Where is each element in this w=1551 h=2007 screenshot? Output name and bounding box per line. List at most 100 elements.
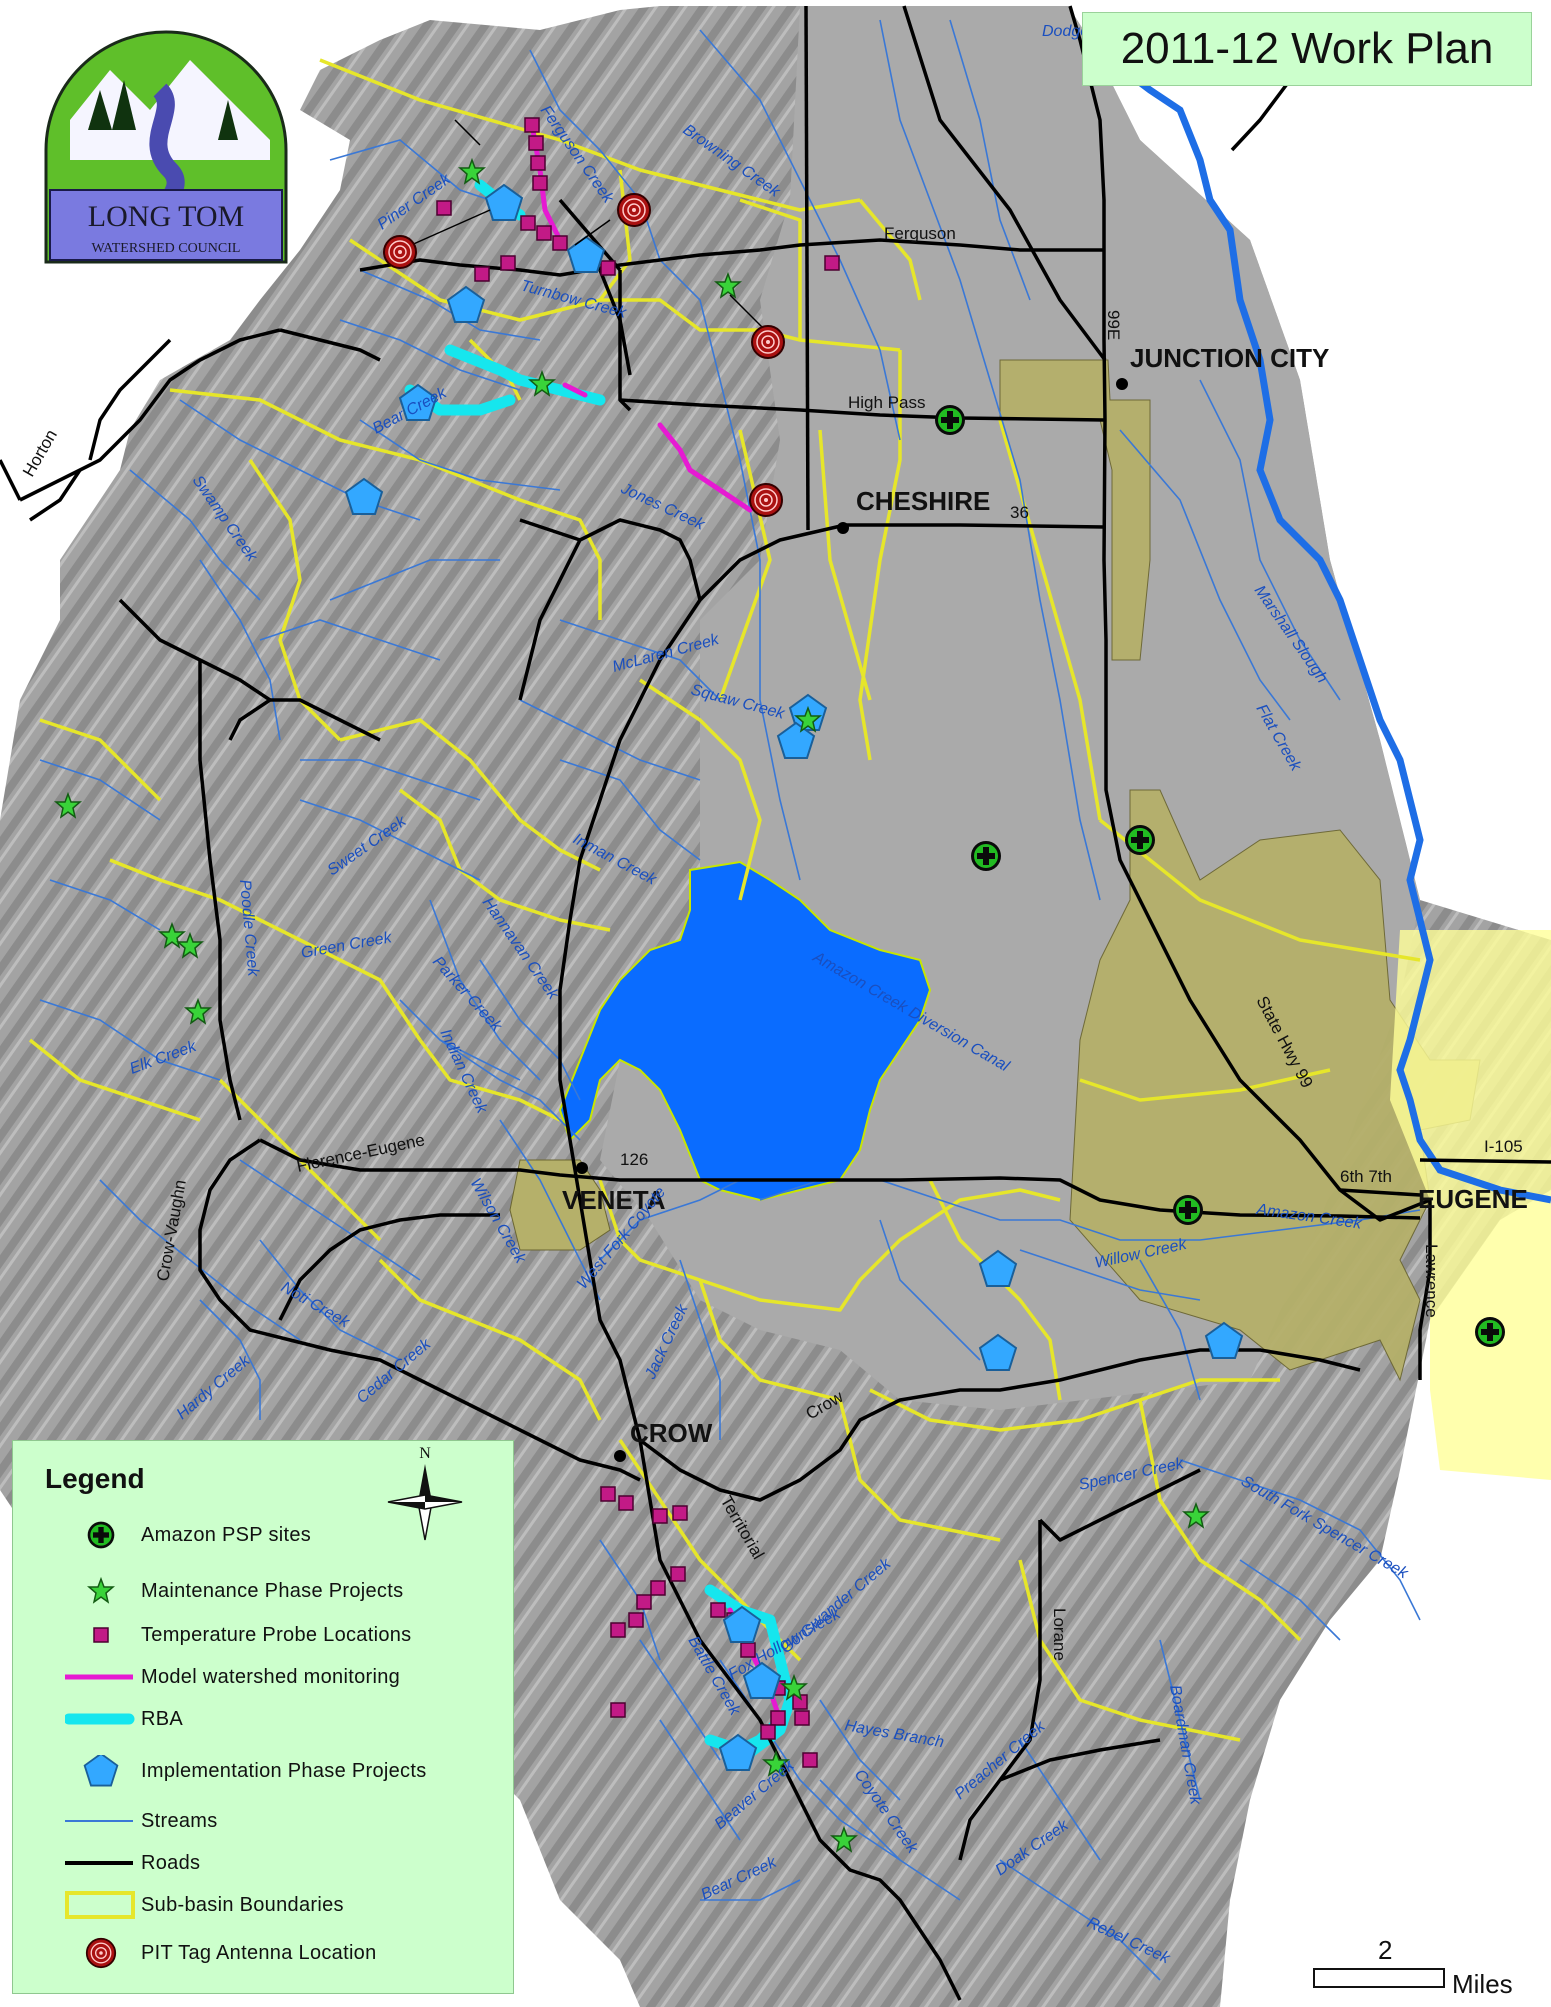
pentagon-icon [83,1755,119,1787]
logo-line2: WATERSHED COUNCIL [92,241,241,256]
label-6th-7th: 6th 7th [1340,1167,1392,1186]
title-box: 2011-12 Work Plan [1082,12,1532,86]
legend-label: Roads [141,1851,201,1874]
logo-line1: LONG TOM [88,200,244,233]
cyan-line-icon [65,1713,135,1725]
temp-probe [552,235,568,251]
label-i105: I-105 [1484,1137,1523,1156]
psp-plus-icon [87,1521,115,1549]
temp-probe [530,155,546,171]
psp-site [971,841,1001,871]
legend-label: RBA [141,1707,184,1730]
temp-probe [436,200,452,216]
temp-probe [536,225,552,241]
pit-tag-arrows [399,119,766,331]
label-cheshire: CHESHIRE [856,486,990,516]
stream-line-icon [65,1820,133,1822]
legend-row: Roads [13,1847,513,1879]
willamette-river [1107,57,1551,1204]
temp-probe [672,1505,688,1521]
bullseye-icon [85,1937,117,1969]
temp-probe [474,266,490,282]
star-icon [88,1578,114,1603]
label-eugene: EUGENE [1418,1184,1528,1214]
temp-probe [618,1495,634,1511]
psp-site [1475,1317,1505,1347]
legend-row: Streams [13,1805,513,1837]
scale-value: 2 [1378,1935,1392,1965]
psp-site [1173,1195,1203,1225]
label-crow: CROW [630,1418,713,1448]
label-junction-city: JUNCTION CITY [1130,343,1329,373]
temp-probe [650,1580,666,1596]
road-line-icon [65,1861,133,1865]
temp-probe [770,1710,786,1726]
temp-probe [710,1602,726,1618]
temp-probe [802,1752,818,1768]
legend-label: PIT Tag Antenna Location [141,1941,377,1964]
label-lawrence: Lawrence [1422,1244,1441,1318]
pit-tag-antenna [617,193,651,227]
scale-bar: 2 Miles [1310,1935,1546,1999]
legend-label: Sub-basin Boundaries [141,1893,344,1916]
label-lorane: Lorane [1050,1608,1069,1661]
urban-eugene-east [1390,930,1551,1480]
north-arrow-icon: N [387,1445,463,1541]
urban-eugene [1069,789,1481,1382]
temp-probe [520,215,536,231]
legend-title: Legend [45,1463,145,1494]
temp-probe [824,255,840,271]
legend-row: Implementation Phase Projects [13,1755,513,1787]
temp-probe [532,175,548,191]
temp-probe [600,1486,616,1502]
legend-row: Temperature Probe Locations [13,1619,513,1651]
temp-probe [600,260,616,276]
psp-site [1125,825,1155,855]
legend-row: Maintenance Phase Projects [13,1575,513,1607]
town-dots [576,378,1128,1462]
temp-probe [628,1612,644,1628]
label-high-pass: High Pass [848,393,925,412]
label-126: 126 [620,1150,648,1169]
legend-row: PIT Tag Antenna Location [13,1937,513,1969]
legend-row: RBA [13,1703,513,1735]
tree-icon [88,80,238,140]
map-title: 2011-12 Work Plan [1120,24,1494,73]
legend-label: Temperature Probe Locations [141,1623,412,1646]
north-label: N [419,1445,431,1462]
temp-probe [670,1566,686,1582]
streams [39,19,1421,1981]
legend-row: Sub-basin Boundaries [13,1889,513,1921]
label-ferguson: Ferguson [884,224,956,243]
legend: Legend Amazon PSP sites Maintenance Phas… [12,1440,514,1994]
legend-label: Maintenance Phase Projects [141,1579,404,1602]
logo: LONG TOM WATERSHED COUNCIL [44,30,288,264]
temp-probe [636,1594,652,1610]
legend-label: Implementation Phase Projects [141,1759,427,1782]
temp-probe [524,117,540,133]
temp-probe [794,1710,810,1726]
temp-probe [760,1724,776,1740]
square-icon [93,1627,109,1643]
temp-probe [610,1702,626,1718]
label-veneta: VENETA [562,1185,666,1215]
temp-probe [500,255,516,271]
legend-label: Streams [141,1809,218,1832]
sub-basin-boundaries [28,58,1421,1742]
pit-tag-antenna [751,325,785,359]
pit-tag-antenna [383,235,417,269]
label-dodge: Dodge [1042,23,1089,40]
label-36: 36 [1010,503,1029,522]
pit-tag-antenna [749,483,783,517]
temp-probe [652,1508,668,1524]
subbasin-box-icon [65,1891,135,1919]
legend-label: Amazon PSP sites [141,1523,312,1546]
magenta-line-icon [65,1674,133,1680]
scale-unit: Miles [1452,1969,1513,1999]
label-99e: 99E [1104,310,1123,340]
legend-row: Amazon PSP sites [13,1519,513,1551]
legend-row: Model watershed monitoring [13,1661,513,1693]
legend-label: Model watershed monitoring [141,1665,401,1688]
psp-site [935,405,965,435]
temp-probe [610,1622,626,1638]
